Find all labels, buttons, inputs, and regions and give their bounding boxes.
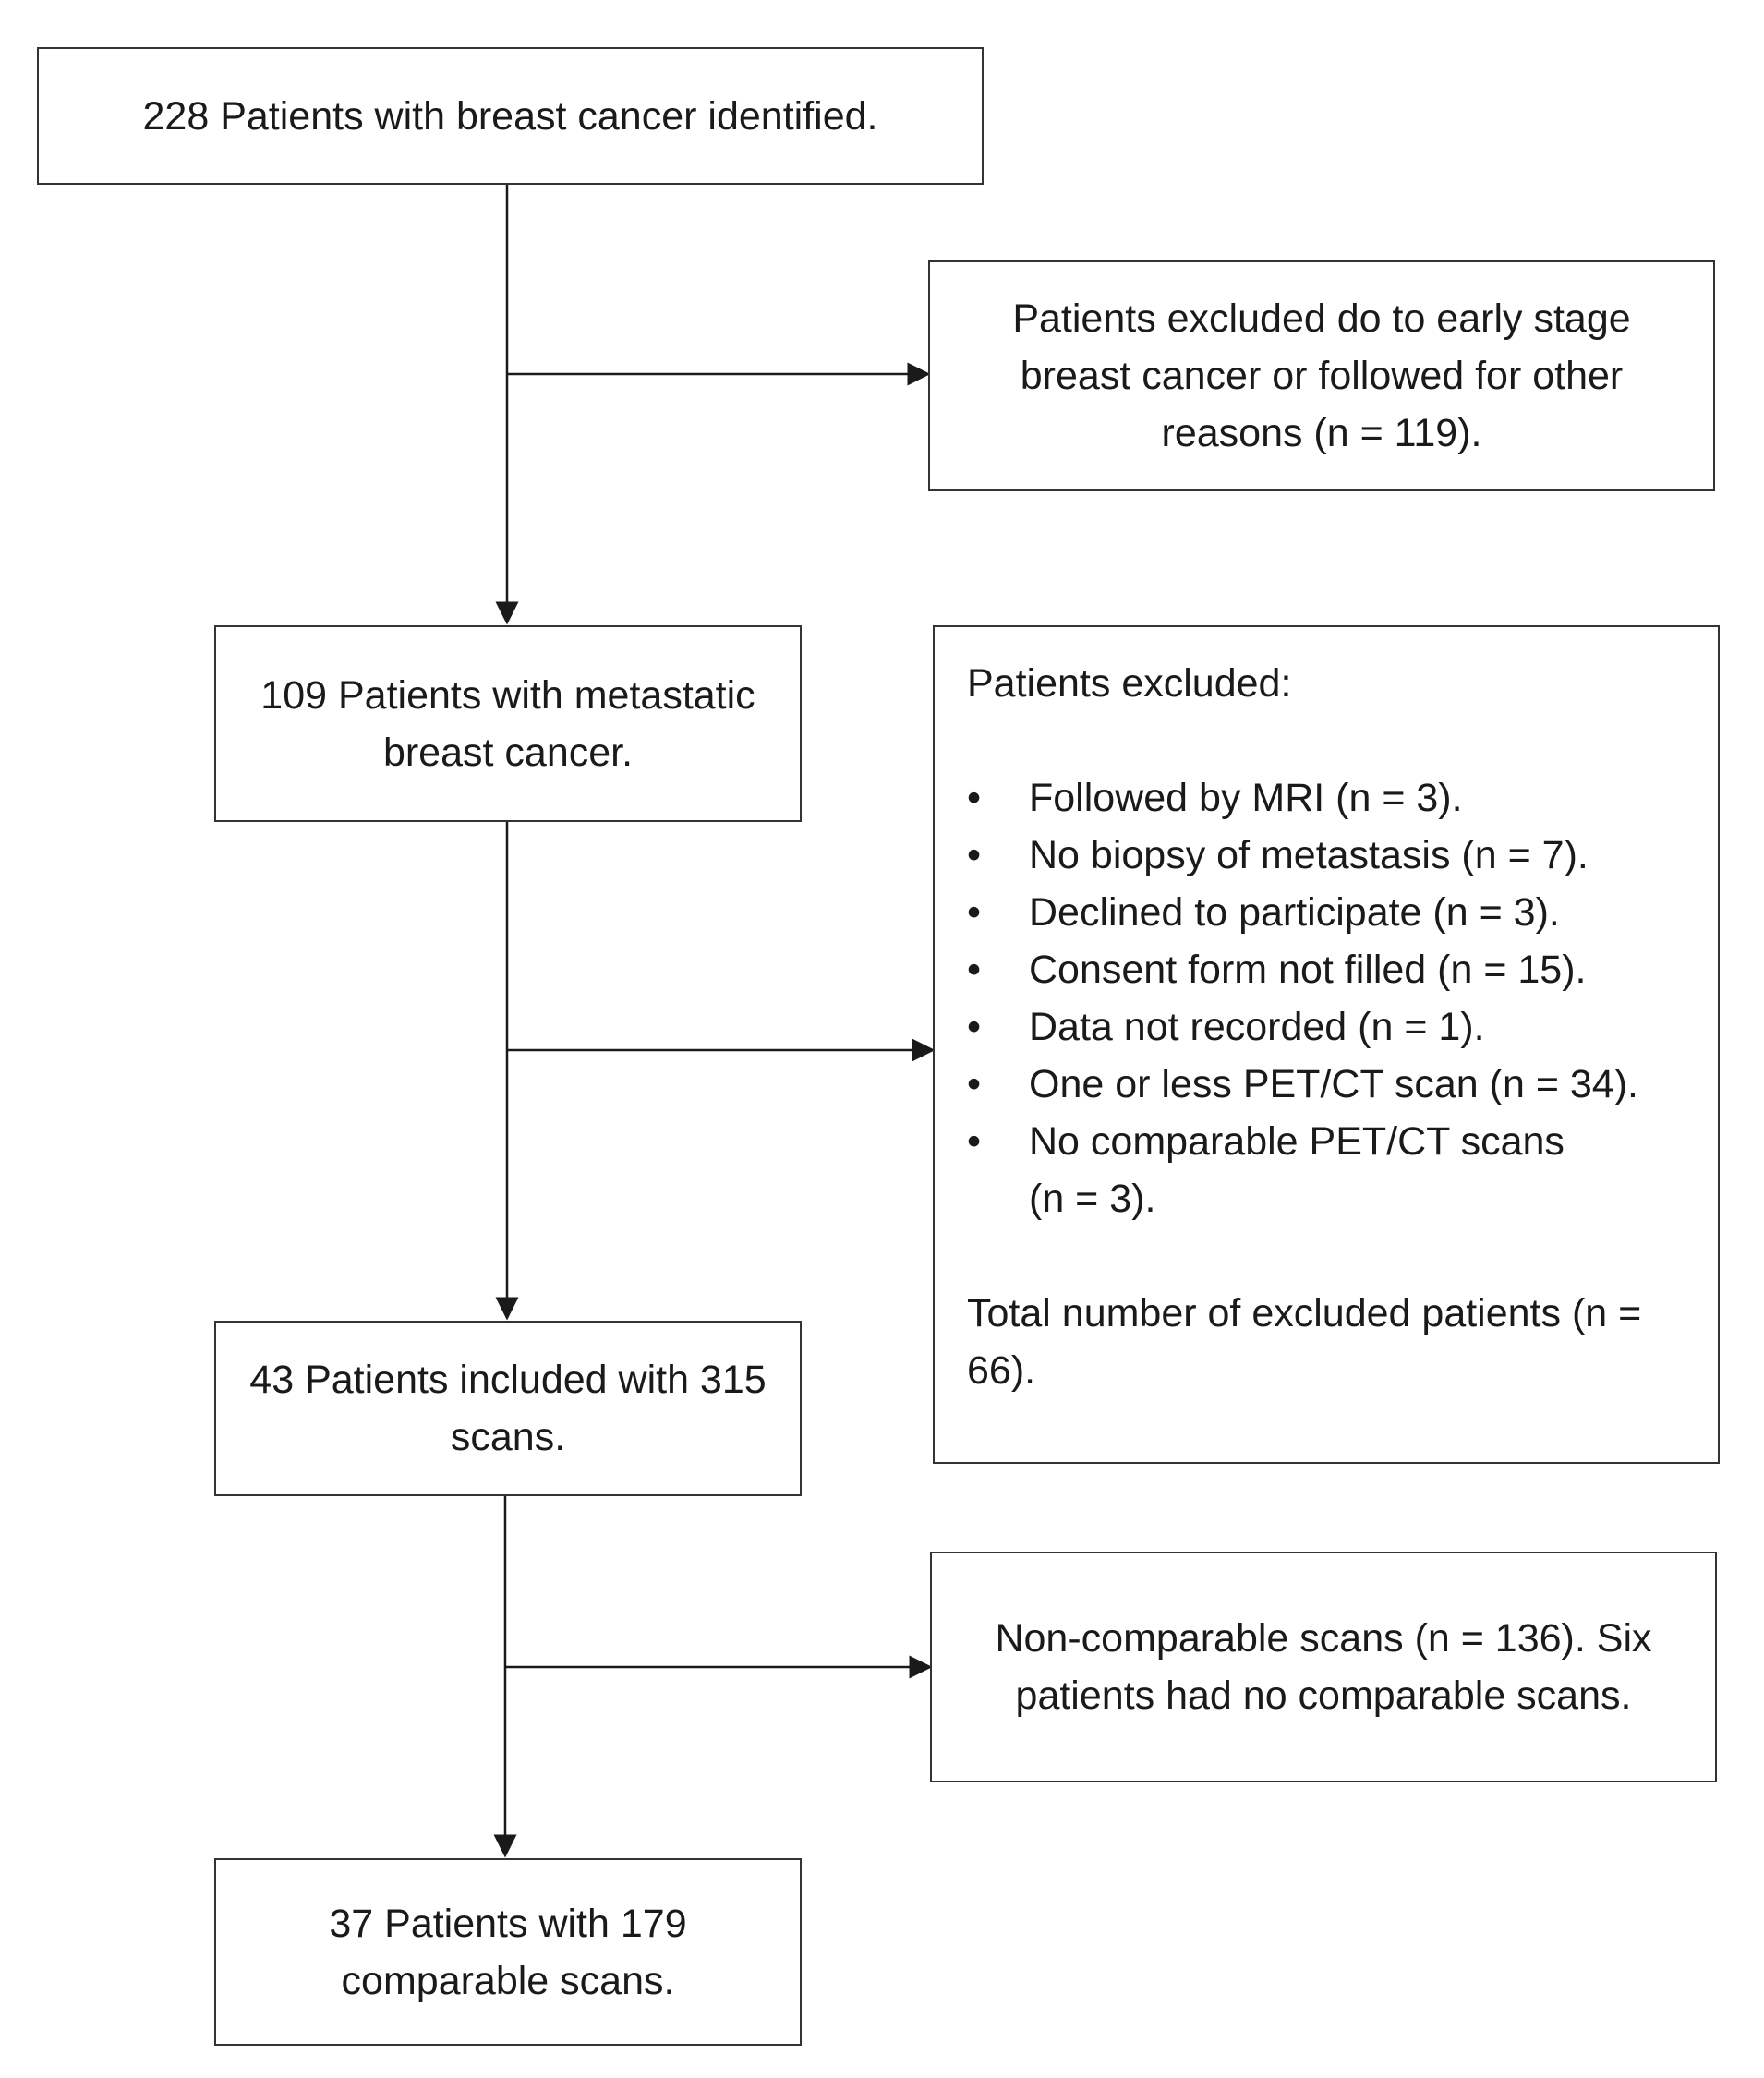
step1-text: 228 Patients with breast cancer identifi…	[142, 93, 878, 139]
exclusion2-item: Consent form not filled (n = 15).	[967, 941, 1638, 998]
exclusion2-box: Patients excluded: Followed by MRI (n = …	[933, 625, 1720, 1464]
exclusion2-item: No biopsy of metastasis (n = 7).	[967, 827, 1638, 884]
exclusion2-total: Total number of excluded patients (n = 6…	[967, 1291, 1642, 1393]
step3-box: 43 Patients included with 315 scans.	[214, 1321, 802, 1496]
exclusion2-list: Followed by MRI (n = 3). No biopsy of me…	[967, 769, 1638, 1227]
exclusion1-box: Patients excluded do to early stage brea…	[928, 260, 1715, 491]
exclusion2-item: Declined to participate (n = 3).	[967, 884, 1638, 941]
step3-text: 43 Patients included with 315 scans.	[249, 1358, 767, 1459]
step1-box: 228 Patients with breast cancer identifi…	[37, 47, 984, 185]
exclusion2-item: No comparable PET/CT scans (n = 3).	[967, 1113, 1601, 1227]
exclusion1-text: Patients excluded do to early stage brea…	[1012, 296, 1631, 455]
step4-text: 37 Patients with 179 comparable scans.	[329, 1901, 687, 2003]
exclusion2-item: Data not recorded (n = 1).	[967, 998, 1638, 1056]
exclusion3-box: Non-comparable scans (n = 136). Six pati…	[930, 1552, 1717, 1782]
exclusion2-item: Followed by MRI (n = 3).	[967, 769, 1638, 827]
step4-box: 37 Patients with 179 comparable scans.	[214, 1858, 802, 2046]
exclusion2-item: One or less PET/CT scan (n = 34).	[967, 1056, 1638, 1113]
exclusion3-text: Non-comparable scans (n = 136). Six pati…	[995, 1616, 1652, 1718]
step2-text: 109 Patients with metastatic breast canc…	[260, 672, 755, 775]
step2-box: 109 Patients with metastatic breast canc…	[214, 625, 802, 822]
exclusion2-heading: Patients excluded:	[967, 661, 1292, 706]
